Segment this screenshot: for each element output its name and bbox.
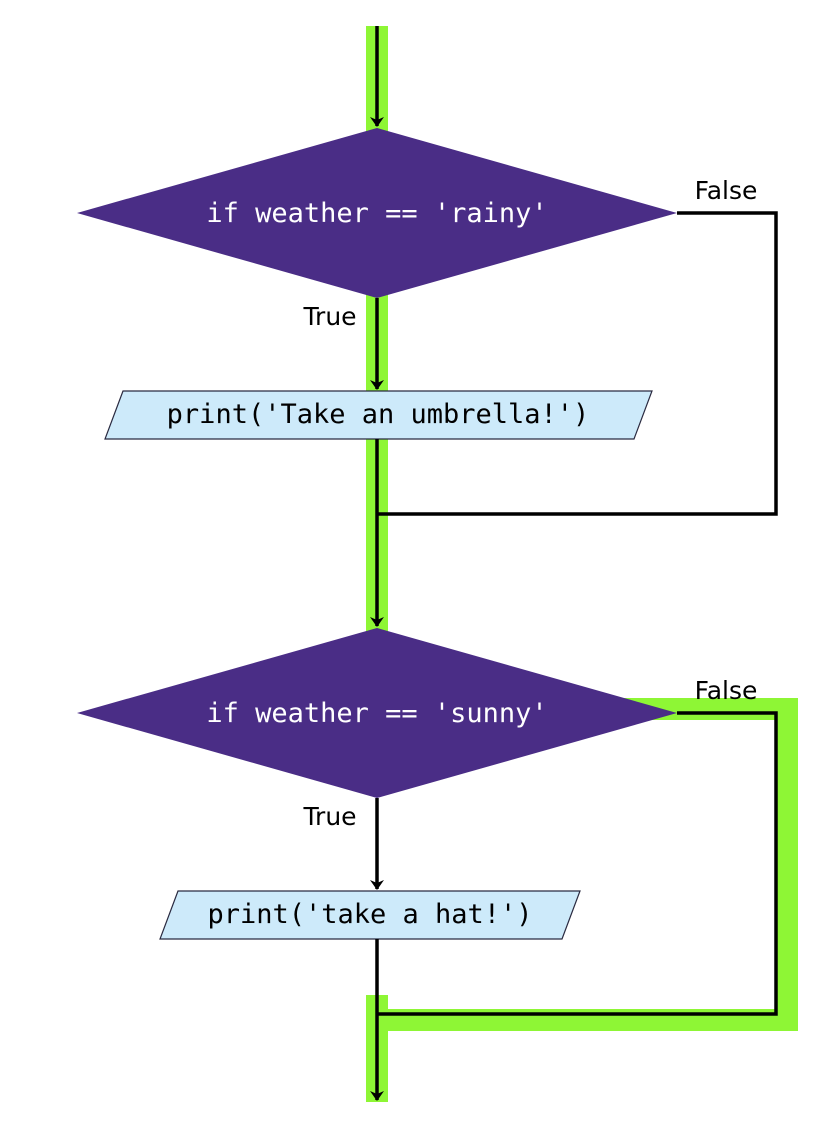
- edge-label-rainy-false: False: [695, 176, 758, 205]
- action-hat-box: [159, 890, 581, 940]
- edge-label-sunny-true: True: [302, 802, 356, 831]
- action-hat-label: print('take a hat!'): [207, 899, 532, 930]
- action-umbrella-box: [104, 390, 653, 440]
- highlight-false-branch-2: [377, 698, 798, 1031]
- decision-sunny-label: if weather == 'sunny': [206, 698, 547, 729]
- edge-label-sunny-false: False: [695, 676, 758, 705]
- action-umbrella-label: print('Take an umbrella!'): [167, 399, 590, 430]
- line-rainy-false: [377, 211, 778, 516]
- edge-label-rainy-true: True: [302, 302, 356, 331]
- line-sunny-false: [377, 711, 778, 1016]
- decision-rainy-diamond: [77, 128, 677, 298]
- decision-rainy-label: if weather == 'rainy': [206, 198, 547, 229]
- flow-lines: [370, 26, 778, 1101]
- decision-sunny-diamond: [77, 628, 677, 798]
